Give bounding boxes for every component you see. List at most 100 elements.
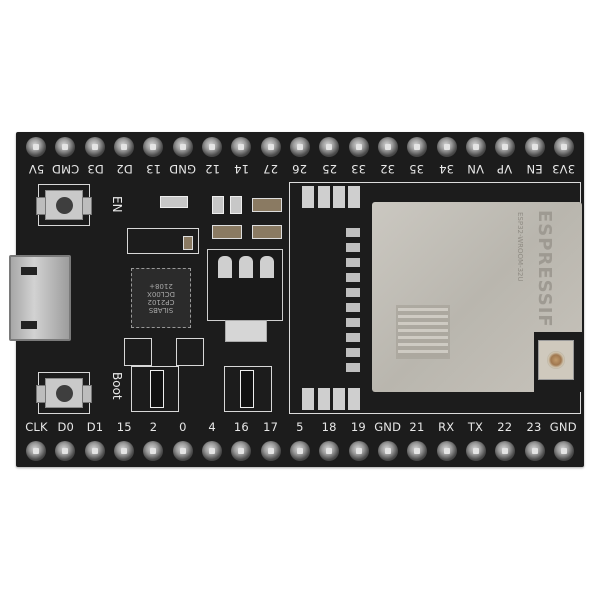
smd-capacitor <box>183 236 193 250</box>
pin-label: CMD <box>52 162 80 176</box>
module-pad <box>346 333 360 342</box>
module-pad <box>346 288 360 297</box>
header-pin <box>407 441 428 461</box>
header-pin <box>260 137 281 157</box>
header-pin <box>143 137 164 157</box>
header-pin <box>495 137 516 157</box>
pin-label: CLK <box>25 420 48 434</box>
header-pin <box>319 441 340 461</box>
module-pad <box>318 186 330 208</box>
pin-label: 12 <box>204 162 220 176</box>
header-pin <box>231 137 252 157</box>
en-button[interactable] <box>36 190 92 220</box>
pin-label: 3V3 <box>551 162 575 176</box>
pin-label: 13 <box>146 162 162 176</box>
pin-label: VP <box>497 162 513 176</box>
header-pin <box>113 441 134 461</box>
button-cap-icon <box>56 385 73 402</box>
pin-label: 34 <box>438 162 454 176</box>
pin-label: 14 <box>233 162 249 176</box>
pin-label: 19 <box>350 420 366 434</box>
chip-marking: 2108+ <box>149 282 173 290</box>
module-pad <box>333 388 345 410</box>
top-header-pins <box>16 133 584 161</box>
bottom-pin-labels: CLK D0 D1 15 2 0 4 16 17 5 18 19 GND 21 … <box>16 420 584 434</box>
pin-label: 17 <box>263 420 279 434</box>
module-pad <box>346 303 360 312</box>
pin-label: 4 <box>208 420 216 434</box>
header-pin <box>436 441 457 461</box>
usb-slot-icon <box>21 267 37 275</box>
pin-label: GND <box>374 420 402 434</box>
pin-label: RX <box>438 420 455 434</box>
header-pin <box>465 441 486 461</box>
pin-label: D0 <box>57 420 75 434</box>
module-pad <box>302 186 314 208</box>
header-pin <box>26 441 46 461</box>
smd-outline <box>176 338 204 366</box>
smd-outline <box>124 338 152 366</box>
module-pad <box>346 228 360 237</box>
header-pin <box>201 441 222 461</box>
regulator-leg <box>260 256 274 278</box>
header-pin <box>113 137 134 157</box>
header-pin <box>84 441 105 461</box>
pin-label: 15 <box>116 420 132 434</box>
smd-capacitor <box>252 225 282 239</box>
regulator-tab <box>225 320 267 342</box>
pin-label: 21 <box>409 420 425 434</box>
pin-label: TX <box>467 420 484 434</box>
header-pin <box>143 441 164 461</box>
smd-array-outline <box>127 228 199 254</box>
pin-label: GND <box>169 162 197 176</box>
pin-label: 26 <box>292 162 308 176</box>
header-pin <box>348 441 369 461</box>
module-pad <box>346 363 360 372</box>
pin-label: 32 <box>380 162 396 176</box>
module-pad <box>348 186 360 208</box>
pin-label: 27 <box>263 162 279 176</box>
module-pad <box>346 348 360 357</box>
en-label: EN <box>110 196 124 213</box>
module-pad <box>318 388 330 410</box>
qr-code-icon <box>396 305 450 359</box>
pin-label: 16 <box>233 420 249 434</box>
regulator-leg <box>218 256 232 278</box>
pin-label: 22 <box>497 420 513 434</box>
header-pin <box>407 137 428 157</box>
button-cap-icon <box>56 197 73 214</box>
header-pin <box>289 441 310 461</box>
chip-marking: SILABS <box>148 306 174 314</box>
pin-label: GND <box>549 420 577 434</box>
header-pin <box>55 441 76 461</box>
header-pin <box>553 137 574 157</box>
ufl-antenna-connector[interactable] <box>538 340 574 380</box>
header-pin <box>55 137 76 157</box>
module-pad <box>346 243 360 252</box>
pin-label: 23 <box>526 420 542 434</box>
pin-label: D2 <box>116 162 133 176</box>
espressif-logo-text: ESPRESSIF <box>534 210 555 328</box>
regulator-leg <box>239 256 253 278</box>
pin-label: 5V <box>28 162 45 176</box>
header-pin <box>319 137 340 157</box>
pin-label: D3 <box>86 162 104 176</box>
pin-label: D1 <box>86 420 104 434</box>
smd-resistor <box>230 196 242 214</box>
module-model-text: ESP32-WROOM-32U <box>516 212 524 282</box>
chip-marking: DCL00X <box>147 290 175 298</box>
module-pad <box>302 388 314 410</box>
boot-button[interactable] <box>36 378 92 408</box>
pin-label: EN <box>525 162 543 176</box>
micro-usb-port[interactable] <box>9 255 71 341</box>
pin-label: 2 <box>149 420 158 434</box>
header-pin <box>524 137 545 157</box>
smd-capacitor <box>252 198 282 212</box>
header-pin <box>348 137 369 157</box>
transistor-outline <box>131 366 179 412</box>
module-pad <box>346 318 360 327</box>
pin-label: VN <box>467 162 484 176</box>
smd-resistor <box>212 196 224 214</box>
pin-label: 18 <box>321 420 337 434</box>
header-pin <box>172 137 193 157</box>
